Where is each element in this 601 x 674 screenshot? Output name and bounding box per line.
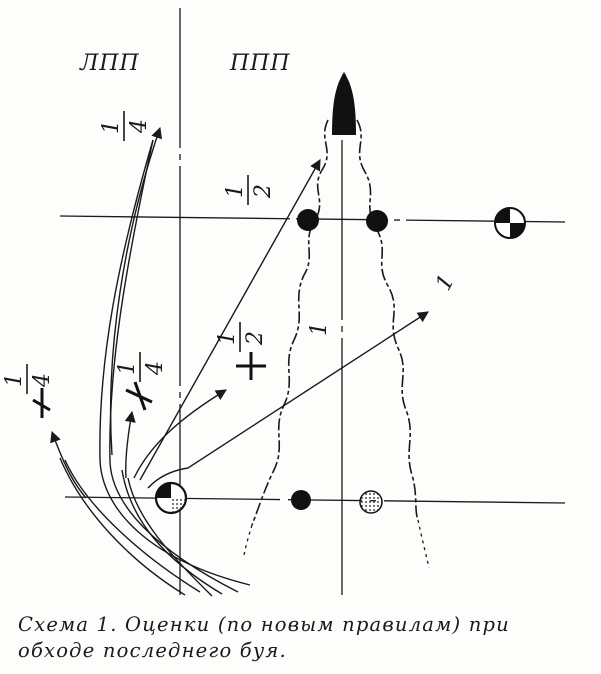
score-half-mid-label: 1 2	[215, 322, 268, 352]
wake-left-tail	[243, 524, 253, 556]
lower-buoy-mid-icon	[291, 490, 311, 510]
caption-line-1: Схема 1. Оценки (по новым правилам) при	[18, 613, 510, 636]
svg-text:2: 2	[251, 184, 276, 199]
svg-text:1: 1	[99, 120, 124, 134]
zone-right-label: ППП	[229, 51, 291, 76]
cross-half-mid-icon	[236, 352, 266, 380]
svg-text:4: 4	[127, 119, 152, 134]
svg-text:1: 1	[223, 184, 248, 198]
score-quarter-mid-label: 1 4	[115, 352, 168, 382]
cross-quarter-mid-icon	[125, 381, 153, 411]
track-quarter-mid-arrow	[124, 410, 136, 479]
score-one-right-label: 1	[431, 271, 460, 295]
wake-right-line	[356, 119, 419, 521]
score-half-top-label: 1 2	[223, 175, 276, 205]
upper-buoy-right-icon	[366, 210, 388, 232]
caption-line-2: обходе последнего буя.	[18, 639, 287, 662]
score-quarter-left-label: 1 4	[2, 364, 55, 394]
score-quarter-top-label: 1 4	[99, 111, 152, 141]
svg-text:1: 1	[215, 331, 240, 345]
rounding-tracks	[59, 139, 251, 597]
track-half-mid-arrow	[133, 389, 227, 479]
wake-right-tail	[417, 519, 430, 569]
boat-icon	[332, 72, 356, 135]
cross-quarter-left-icon	[32, 388, 51, 418]
svg-text:1: 1	[115, 361, 140, 375]
svg-text:4: 4	[143, 361, 168, 376]
zone-left-label: ЛПП	[79, 51, 140, 76]
wake-left-line	[251, 119, 329, 526]
lower-buoy-right-icon	[359, 490, 383, 514]
svg-text:1: 1	[2, 373, 27, 387]
figure-caption: Схема 1. Оценки (по новым правилам) при …	[18, 612, 593, 664]
upper-checkered-buoy-icon	[494, 207, 526, 239]
track-quarter-top-arrow	[109, 126, 163, 456]
upper-buoy-left-icon	[297, 209, 319, 231]
svg-text:4: 4	[30, 373, 55, 388]
svg-text:2: 2	[243, 331, 268, 346]
score-one-mid-label: 1	[307, 322, 332, 336]
track-half-top-arrow	[139, 159, 321, 481]
lower-checkered-buoy-icon	[154, 481, 188, 515]
lower-buoy-line	[64, 496, 566, 504]
track-quarter-left-arrow	[50, 430, 87, 499]
track-one-arrow	[147, 311, 429, 489]
